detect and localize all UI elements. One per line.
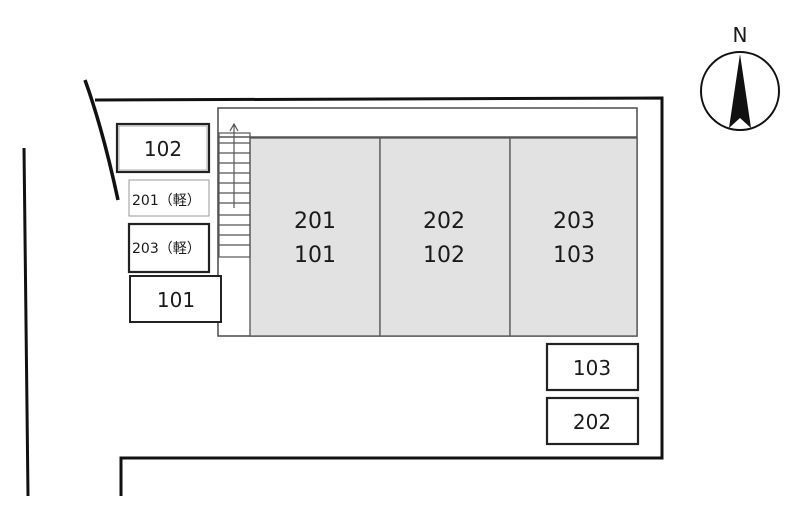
- parking-space-203-kei: 203（軽）: [127, 222, 211, 274]
- compass-label: N: [733, 23, 748, 47]
- unit-label-lower: 102: [423, 243, 465, 268]
- unit-block-2: 202 102: [379, 137, 511, 337]
- unit-label-upper: 201: [294, 209, 336, 234]
- staircase: [218, 122, 251, 258]
- parking-space-101: 101: [129, 275, 222, 323]
- road-curb-curved: [83, 79, 120, 201]
- north-arrow-icon: [729, 54, 751, 128]
- unit-label-lower: 101: [294, 243, 336, 268]
- parking-label: 203（軽）: [132, 241, 201, 257]
- unit-label-upper: 203: [553, 209, 595, 234]
- parking-space-103: 103: [545, 342, 640, 392]
- parking-space-102: 102: [115, 122, 211, 174]
- parking-label: 202: [573, 410, 611, 434]
- parking-space-201-kei: 201（軽）: [128, 179, 210, 217]
- north-compass: N: [700, 23, 780, 131]
- unit-label-lower: 103: [553, 243, 595, 268]
- parking-space-202: 202: [545, 396, 640, 446]
- parking-label: 101: [157, 288, 195, 312]
- unit-block-3: 203 103: [509, 137, 638, 337]
- road-curb-left: [22, 147, 30, 497]
- parking-label: 103: [573, 356, 611, 380]
- parking-label: 102: [144, 137, 182, 161]
- unit-block-1: 201 101: [249, 137, 381, 337]
- parking-label: 201（軽）: [132, 193, 201, 209]
- unit-label-upper: 202: [423, 209, 465, 234]
- site-boundary: [94, 96, 664, 496]
